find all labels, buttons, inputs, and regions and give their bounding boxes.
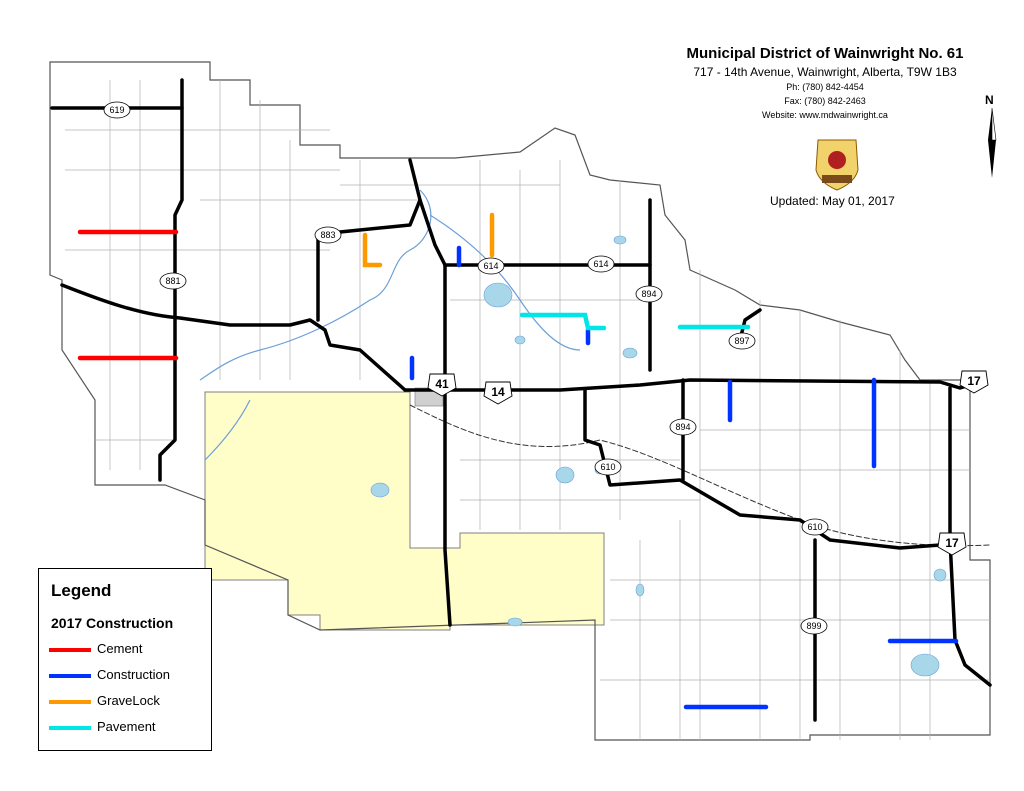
construction-segments — [77, 212, 959, 710]
shield-17-south: 17 — [937, 532, 967, 556]
svg-text:899: 899 — [806, 621, 821, 631]
shield-14: 14 — [483, 381, 513, 405]
shield-894-north: 894 — [635, 285, 663, 303]
construction-swatch — [49, 674, 91, 678]
website: Website: www.mdwainwright.ca — [762, 110, 888, 120]
legend-label: Construction — [97, 667, 170, 682]
legend-panel: Legend 2017 Construction Cement Construc… — [38, 568, 212, 751]
svg-text:17: 17 — [945, 536, 959, 550]
svg-text:14: 14 — [491, 385, 505, 399]
gravelock-segment — [362, 232, 383, 268]
shield-610-east: 610 — [801, 518, 829, 536]
svg-text:610: 610 — [600, 462, 615, 472]
legend-label: Pavement — [97, 719, 156, 734]
svg-text:614: 614 — [593, 259, 608, 269]
legend-label: Cement — [97, 641, 143, 656]
legend-title: Legend — [51, 581, 112, 600]
lakes — [370, 235, 947, 677]
district-boundary — [49, 61, 991, 741]
md-crest-logo — [815, 139, 859, 191]
cement-swatch — [49, 648, 91, 652]
railway — [409, 404, 991, 547]
fax: Fax: (780) 842-2463 — [784, 96, 866, 106]
pavement-swatch — [49, 726, 91, 730]
section-grid — [65, 80, 990, 740]
shield-614-west: 614 — [477, 257, 505, 275]
highway-shields: 619 881 883 614 614 894 894 897 610 610 … — [103, 101, 989, 635]
rivers — [199, 189, 581, 461]
pavement-segment — [519, 312, 607, 331]
updated-date: Updated: May 01, 2017 — [770, 194, 895, 208]
legend-label: GraveLock — [97, 693, 160, 708]
svg-text:41: 41 — [435, 377, 449, 391]
shield-897: 897 — [728, 332, 756, 350]
shield-17-north: 17 — [959, 370, 989, 394]
gravelock-swatch — [49, 700, 91, 704]
north-label: N — [985, 93, 994, 107]
north-arrow-icon — [988, 107, 997, 178]
svg-text:897: 897 — [734, 336, 749, 346]
page-title: Municipal District of Wainwright No. 61 — [686, 45, 964, 62]
svg-text:881: 881 — [165, 276, 180, 286]
svg-text:894: 894 — [675, 422, 690, 432]
svg-text:894: 894 — [641, 289, 656, 299]
shield-610-west: 610 — [594, 458, 622, 476]
shield-883: 883 — [314, 226, 342, 244]
svg-text:619: 619 — [109, 105, 124, 115]
shield-619: 619 — [103, 101, 131, 119]
military-base-area — [204, 391, 605, 631]
svg-text:883: 883 — [320, 230, 335, 240]
address: 717 - 14th Avenue, Wainwright, Alberta, … — [693, 65, 957, 79]
svg-text:17: 17 — [967, 374, 981, 388]
svg-text:610: 610 — [807, 522, 822, 532]
highways-network — [50, 78, 992, 722]
legend-subtitle: 2017 Construction — [51, 615, 174, 631]
phone: Ph: (780) 842-4454 — [786, 82, 864, 92]
shield-41: 41 — [427, 373, 457, 397]
svg-text:614: 614 — [483, 261, 498, 271]
title-block: Municipal District of Wainwright No. 61 … — [640, 44, 1010, 122]
shield-894-south: 894 — [669, 418, 697, 436]
shield-899: 899 — [800, 617, 828, 635]
shield-881: 881 — [159, 272, 187, 290]
shield-614-east: 614 — [587, 255, 615, 273]
